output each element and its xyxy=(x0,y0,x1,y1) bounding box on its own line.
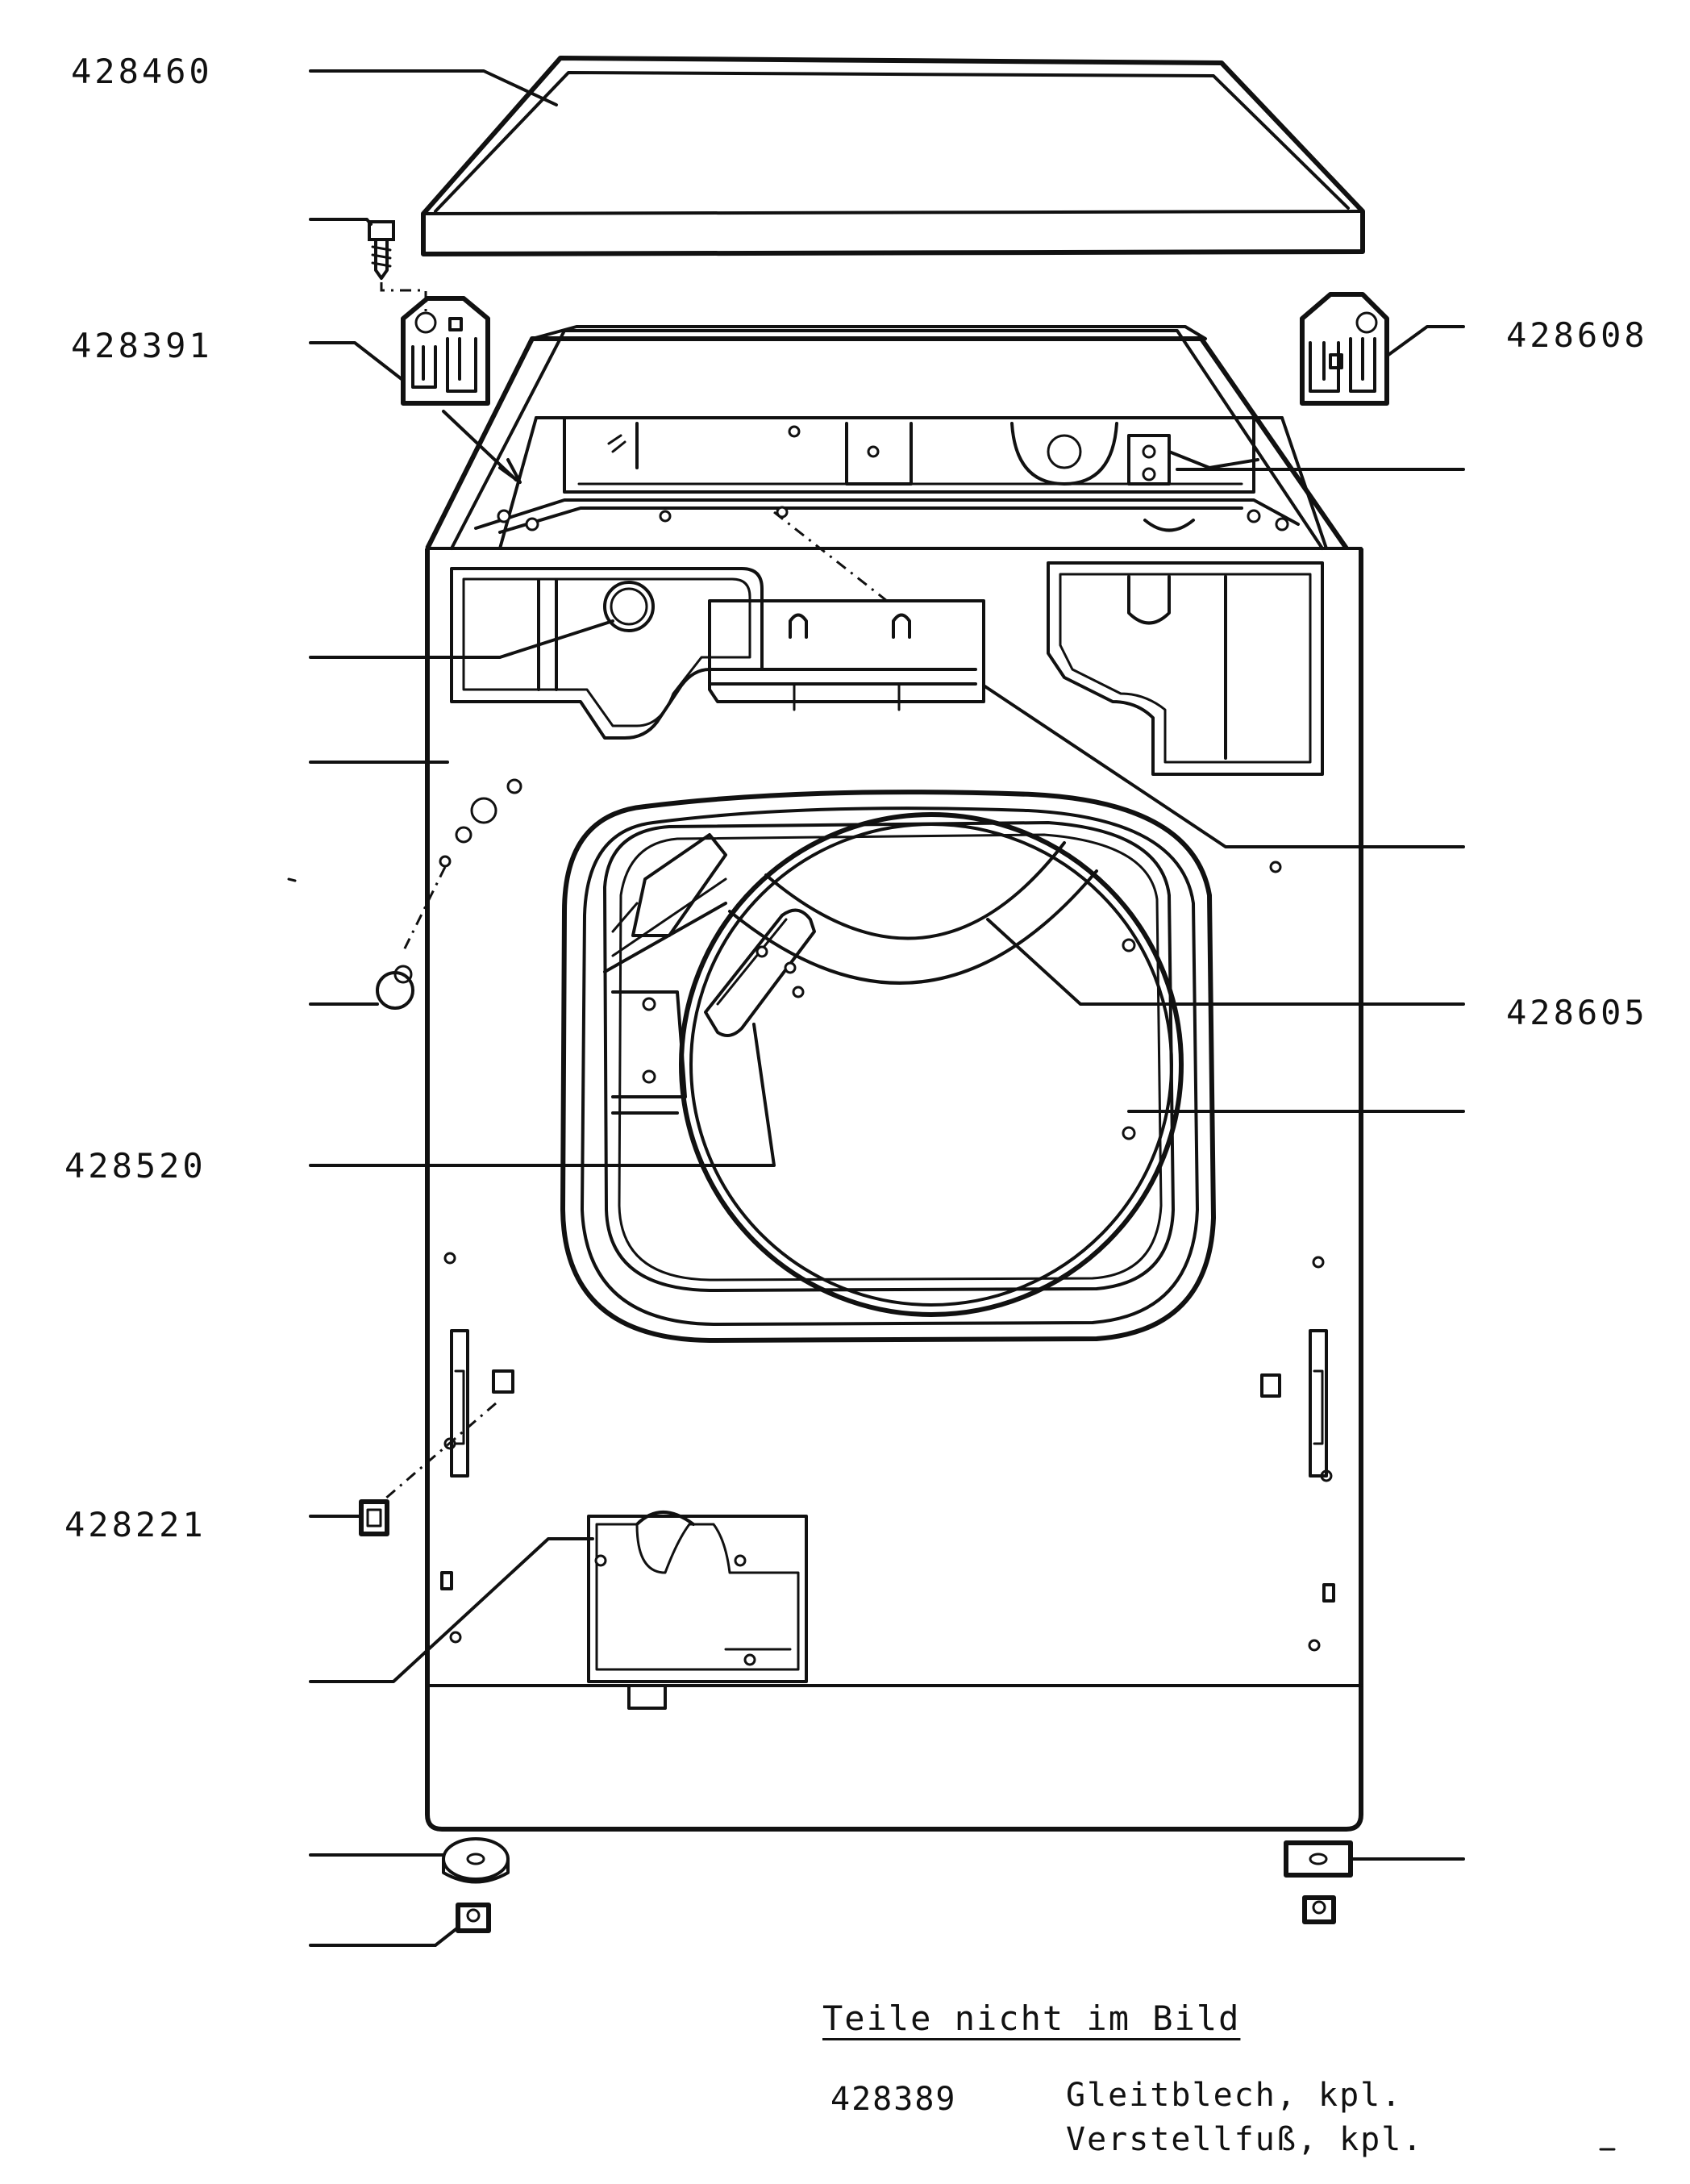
foot-left-lower xyxy=(458,1905,489,1931)
condenser-box xyxy=(1048,563,1322,774)
callout-428391: 428391 xyxy=(71,326,213,365)
side-holes xyxy=(440,780,1331,1650)
hinge-left xyxy=(403,298,488,403)
drum xyxy=(605,815,1181,1315)
legend-title: Teile nicht im Bild xyxy=(822,1999,1241,2038)
knob xyxy=(377,966,413,1008)
callout-428605: 428605 xyxy=(1506,993,1648,1032)
filter-guide-line xyxy=(774,512,887,601)
door-opening xyxy=(563,792,1213,1340)
screw-guide-line xyxy=(381,282,426,319)
legend-item-description: Verstellfuß, kpl. xyxy=(1066,2121,1424,2158)
door-lever xyxy=(706,911,814,1036)
legend-item-partno: 428389 xyxy=(830,2081,957,2118)
knob-guide-line xyxy=(403,867,445,952)
legend-item-description: Gleitblech, kpl. xyxy=(1066,2077,1403,2114)
foot-left xyxy=(443,1839,508,1882)
side-slots xyxy=(442,1331,1334,1601)
callout-428520: 428520 xyxy=(65,1146,206,1186)
filter-insert xyxy=(710,601,984,710)
leader-lines xyxy=(310,71,1463,1945)
drain-stub xyxy=(629,1686,665,1708)
callout-428221: 428221 xyxy=(65,1505,206,1544)
hinge-right xyxy=(1302,294,1387,403)
top-cover xyxy=(423,58,1363,254)
dispenser-area xyxy=(452,569,762,738)
callout-428460: 428460 xyxy=(71,52,213,91)
foot-right xyxy=(1286,1843,1351,1875)
clip-guide-line xyxy=(379,1403,496,1504)
foot-right-lower xyxy=(1305,1898,1334,1922)
hinge-left-arrow xyxy=(443,411,520,482)
screw xyxy=(369,222,393,278)
pump-cover xyxy=(589,1512,806,1682)
clip xyxy=(361,1502,387,1534)
scan-mark-left xyxy=(289,879,295,881)
upper-frame xyxy=(427,327,1347,548)
machine-body xyxy=(427,548,1361,1829)
callout-428608: 428608 xyxy=(1506,315,1648,355)
